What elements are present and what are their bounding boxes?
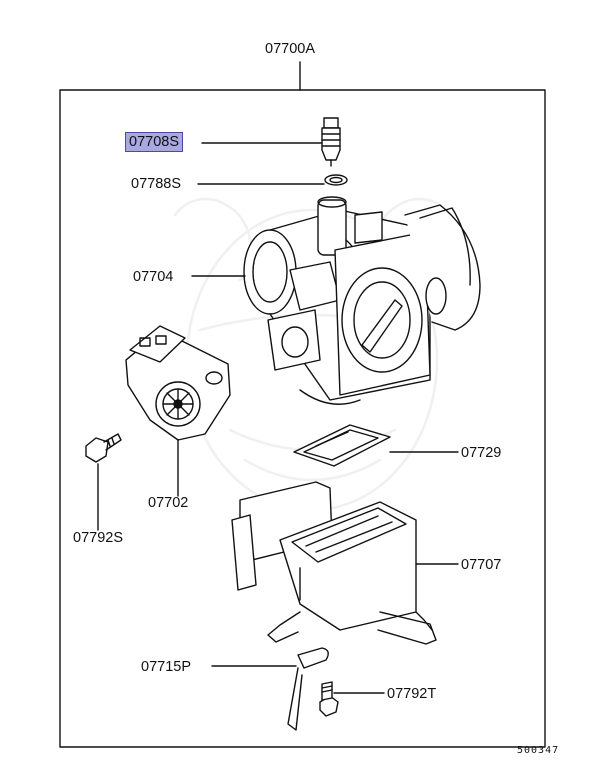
part-07729-gasket bbox=[293, 424, 391, 467]
diagram-id: 500347 bbox=[517, 745, 560, 756]
part-07715p-clip bbox=[287, 647, 329, 731]
part-label-07708s[interactable]: 07708S bbox=[125, 132, 183, 152]
part-07792t-bolt bbox=[319, 681, 339, 717]
part-label-07702[interactable]: 07702 bbox=[148, 495, 189, 511]
part-label-07792s[interactable]: 07792S bbox=[73, 530, 123, 546]
part-07704-throttle-body bbox=[243, 196, 481, 405]
part-label-07715p[interactable]: 07715P bbox=[141, 659, 191, 675]
part-07707-isc-valve bbox=[231, 481, 437, 645]
part-label-07788s[interactable]: 07788S bbox=[131, 176, 181, 192]
assembly-frame bbox=[59, 89, 546, 748]
assembly-code: 07700A bbox=[265, 41, 315, 57]
part-07708s-sensor bbox=[321, 117, 341, 167]
part-label-07729[interactable]: 07729 bbox=[461, 445, 502, 461]
part-07792s-bolt bbox=[85, 433, 122, 463]
part-label-07707[interactable]: 07707 bbox=[461, 557, 502, 573]
part-label-07792t[interactable]: 07792T bbox=[387, 686, 437, 702]
part-07702-position-sensor bbox=[125, 325, 231, 441]
part-label-07704[interactable]: 07704 bbox=[133, 269, 174, 285]
part-07788s-oring bbox=[324, 174, 348, 186]
